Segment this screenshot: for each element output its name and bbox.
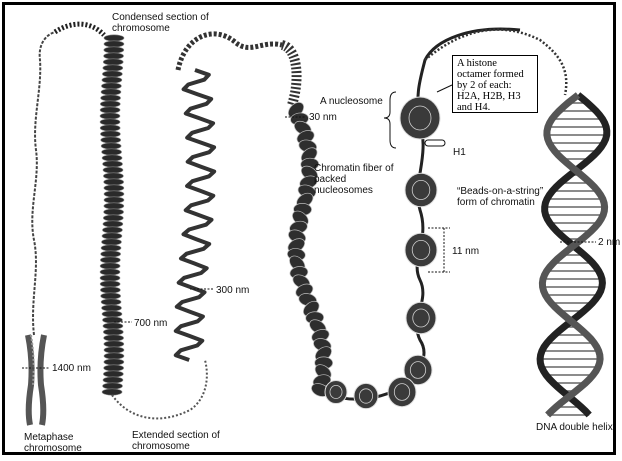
coil-turn — [101, 293, 121, 299]
label-1400nm: 1400 nm — [52, 363, 91, 374]
coil-turn — [104, 359, 124, 365]
coil-turn — [100, 287, 120, 293]
coil-turn — [103, 383, 123, 389]
coil-turn — [100, 263, 120, 269]
thin-fiber-left — [32, 32, 55, 335]
label-30nm: 30 nm — [309, 112, 337, 123]
coil-turn — [101, 245, 121, 251]
coil-turn — [103, 221, 123, 227]
coil-turn — [104, 209, 124, 215]
coil-turn — [103, 377, 123, 383]
coil-turn — [104, 341, 124, 347]
nucleosome-bead — [388, 377, 416, 406]
coil-turn — [103, 215, 123, 221]
label-300nm: 300 nm — [216, 285, 249, 296]
label-metaphase: Metaphase chromosome — [24, 432, 104, 454]
coil-turn — [103, 173, 123, 179]
coil-turn — [103, 161, 123, 167]
label-nucleosome: A nucleosome — [320, 96, 383, 107]
coil-turn — [102, 77, 122, 83]
coil-turn — [101, 251, 121, 257]
label-histone-octamer: A histone octamer formed by 2 of each: H… — [452, 55, 538, 113]
label-dna-double-helix: DNA double helix — [536, 422, 613, 433]
nucleosome-bead — [400, 97, 440, 139]
coil-turn — [103, 329, 123, 335]
coil-turn — [104, 353, 124, 359]
coil-turn — [103, 167, 123, 173]
metaphase-chromosome — [28, 335, 44, 425]
coil-turn — [100, 131, 120, 137]
coil-turn — [102, 149, 122, 155]
chromatin-fiber-30nm — [285, 99, 334, 399]
coil-turn — [104, 35, 124, 41]
label-condensed-section: Condensed section of chromosome — [112, 12, 222, 34]
loop-path — [176, 70, 214, 360]
coil-turn — [104, 335, 124, 341]
coil-turn — [103, 323, 123, 329]
coil-turn — [100, 101, 120, 107]
nucleosome-beads — [325, 97, 445, 409]
coil-turn — [104, 203, 124, 209]
coil-turn — [104, 179, 124, 185]
fiber-300-top — [178, 34, 282, 70]
coil-turn — [104, 53, 124, 59]
coil-turn — [102, 227, 122, 233]
coil-turn — [100, 275, 120, 281]
label-700nm: 700 nm — [134, 318, 167, 329]
coil-turn — [100, 125, 120, 131]
coil-turn — [100, 113, 120, 119]
label-beads-on-string: “Beads-on-a-string” form of chromatin — [457, 186, 549, 208]
fiber-30nm-top — [282, 45, 297, 105]
coil-300nm — [176, 70, 214, 360]
coil-turn — [104, 41, 124, 47]
coil-700nm — [100, 35, 124, 395]
nucleosome-bead — [405, 173, 437, 207]
coil-turn — [102, 311, 122, 317]
label-chromatin-fiber: Chromatin fiber of packed nucleosomes — [314, 163, 394, 196]
coil-turn — [104, 365, 124, 371]
coil-turn — [104, 197, 124, 203]
coil-turn — [103, 371, 123, 377]
coil-turn — [102, 389, 122, 395]
nucleosome-bead — [406, 302, 436, 334]
coil-turn — [103, 59, 123, 65]
coil-turn — [104, 191, 124, 197]
coil-turn — [100, 119, 120, 125]
coil-turn — [104, 347, 124, 353]
coil-turn — [100, 281, 120, 287]
nucleosome-bead — [325, 380, 347, 403]
coil-turn — [102, 155, 122, 161]
label-extended-section: Extended section of chromosome — [132, 430, 237, 452]
label-h1: H1 — [453, 147, 466, 158]
coil-turn — [101, 299, 121, 305]
h1-histone — [425, 140, 445, 146]
nucleosome-bead — [405, 233, 437, 267]
coil-turn — [101, 95, 121, 101]
octamer-pointer — [437, 85, 452, 92]
coil-turn — [100, 107, 120, 113]
coil-turn — [101, 143, 121, 149]
coil-turn — [104, 185, 124, 191]
coil-turn — [101, 239, 121, 245]
condensed-arc — [55, 24, 104, 35]
coil-turn — [102, 233, 122, 239]
nucleosome-bead — [354, 383, 378, 408]
coil-turn — [101, 89, 121, 95]
coil-turn — [100, 257, 120, 263]
coil-turn — [100, 269, 120, 275]
coil-turn — [101, 83, 121, 89]
coil-turn — [103, 65, 123, 71]
dna-double-helix — [540, 95, 607, 415]
label-2nm: 2 nm — [598, 237, 620, 248]
label-11nm: 11 nm — [452, 246, 479, 257]
coil-turn — [104, 47, 124, 53]
coil-turn — [102, 71, 122, 77]
coil-turn — [102, 305, 122, 311]
coil-turn — [101, 137, 121, 143]
nucleosome-bracket — [384, 92, 396, 148]
extended-fiber — [112, 360, 207, 418]
